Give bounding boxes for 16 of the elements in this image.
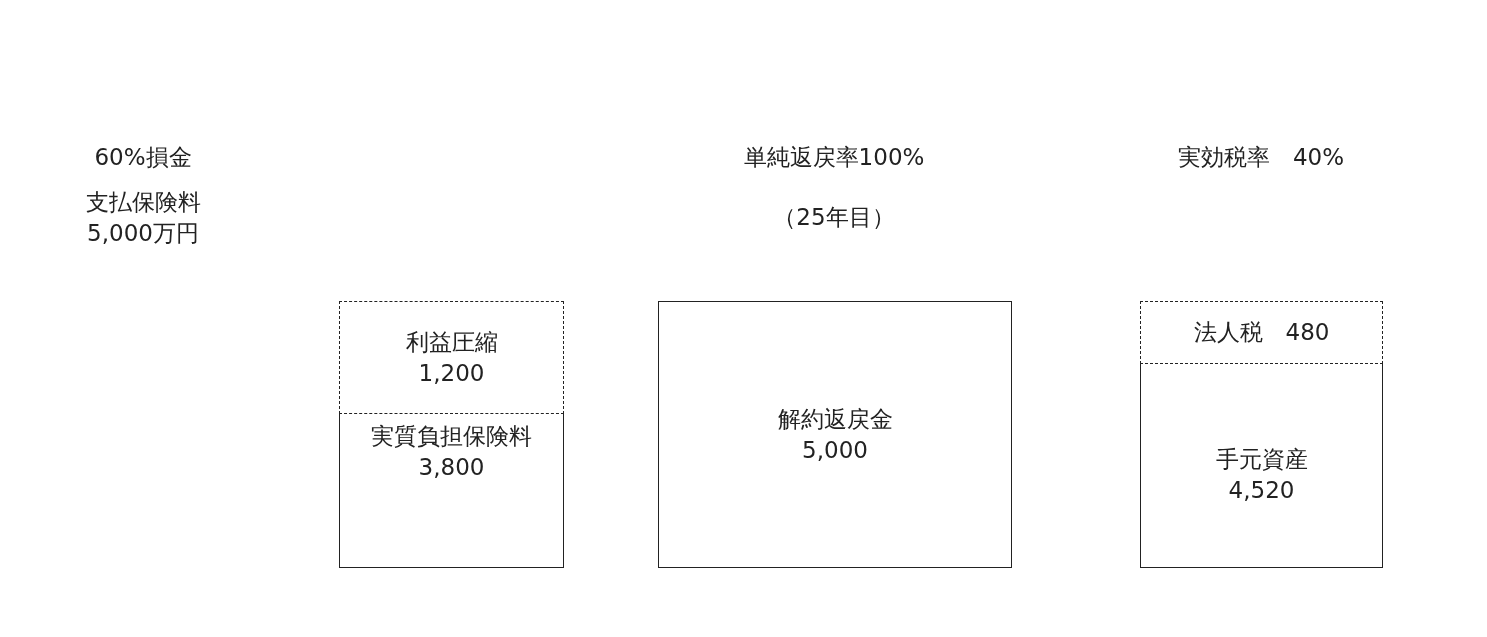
note-text: 60%損金 <box>94 143 192 172</box>
note-text: （25年目） <box>773 203 895 232</box>
box-label: 実質負担保険料 3,800 <box>370 422 533 482</box>
note-text: 支払保険料 <box>85 188 201 217</box>
dashed-box <box>339 301 564 414</box>
box-label: 利益圧縮 1,200 <box>404 327 499 388</box>
note-text: 実効税率 40% <box>1177 143 1345 172</box>
process-box <box>658 301 1012 568</box>
note-text: 単純返戻率100% <box>743 143 925 172</box>
box-label: 手元資産 4,520 <box>1214 445 1309 505</box>
process-box <box>339 413 564 568</box>
process-box <box>1140 363 1383 568</box>
note-text: 5,000万円 <box>87 219 199 248</box>
dashed-box <box>1140 301 1383 364</box>
box-label: 解約返戻金 5,000 <box>776 404 894 465</box>
box-label: 法人税 480 <box>1193 318 1330 347</box>
